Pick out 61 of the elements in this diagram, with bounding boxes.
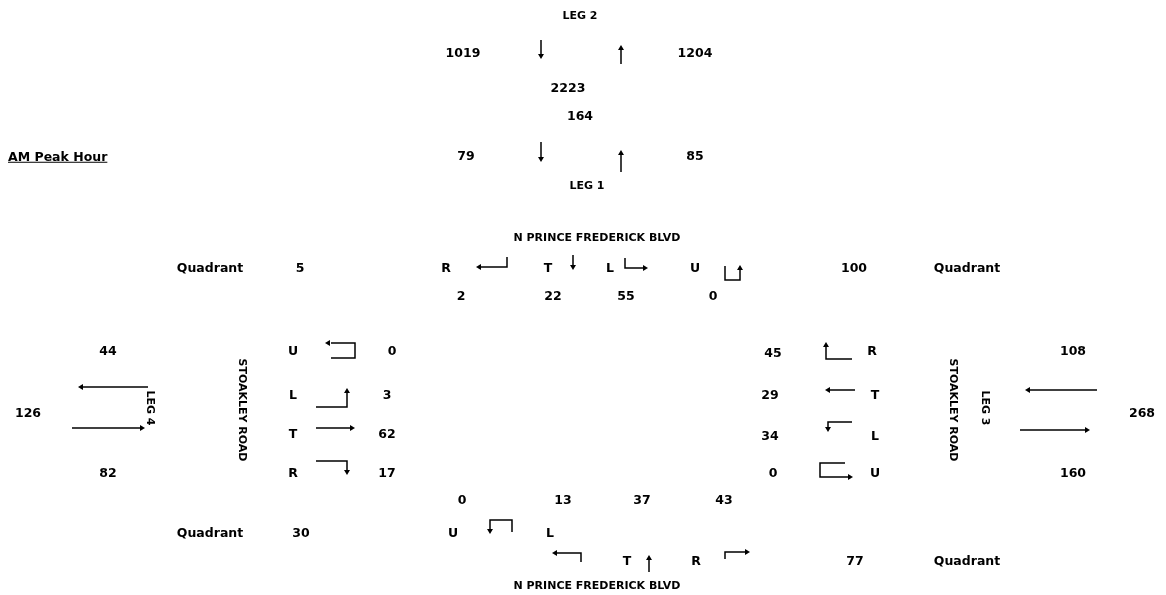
count-value: 160 [1059,466,1087,480]
street-name: STOAKLEY ROAD [236,358,248,462]
count-value: 34 [761,429,779,443]
count-value: 62 [378,427,396,441]
street-name: N PRINCE FREDERICK BLVD [513,231,681,243]
movement-label: L [606,261,614,275]
count-value: 108 [1059,344,1087,358]
movement-label: U [689,261,701,275]
count-value: 37 [633,493,651,507]
leg-label: LEG 4 [144,390,156,426]
movement-label: U [869,466,881,480]
count-value: 29 [761,388,779,402]
movement-label: R [867,344,877,358]
quadrant-label: Quadrant [176,261,244,275]
movement-label: L [289,388,297,402]
count-value: 164 [566,109,594,123]
count-value: 0 [457,493,467,507]
leg-label: LEG 2 [562,9,598,21]
movement-label: R [441,261,451,275]
count-value: 2 [456,289,466,303]
count-value: 44 [99,344,117,358]
movement-label: T [622,554,632,568]
count-value: 82 [99,466,117,480]
street-name: STOAKLEY ROAD [947,358,959,462]
movement-label: U [287,344,299,358]
count-value: 0 [768,466,778,480]
count-value: 268 [1128,406,1156,420]
count-value: 45 [764,346,782,360]
count-value: 77 [846,554,864,568]
count-value: 17 [378,466,396,480]
movement-label: L [871,429,879,443]
street-name: N PRINCE FREDERICK BLVD [513,579,681,591]
title: AM Peak Hour [8,150,108,164]
count-value: 5 [295,261,305,275]
count-value: 126 [14,406,42,420]
leg-label: LEG 3 [979,390,991,426]
quadrant-label: Quadrant [176,526,244,540]
count-value: 2223 [550,81,586,95]
count-value: 0 [708,289,718,303]
count-value: 1204 [677,46,713,60]
movement-label: T [870,388,880,402]
count-value: 43 [715,493,733,507]
count-value: 100 [840,261,868,275]
count-value: 13 [554,493,572,507]
movement-label: R [691,554,701,568]
quadrant-label: Quadrant [933,261,1001,275]
count-value: 55 [617,289,635,303]
leg-label: LEG 1 [569,179,605,191]
movement-label: T [288,427,298,441]
count-value: 79 [457,149,475,163]
count-value: 85 [686,149,704,163]
movement-label: R [288,466,298,480]
count-value: 30 [292,526,310,540]
movement-label: U [447,526,459,540]
movement-label: L [546,526,554,540]
count-value: 22 [544,289,562,303]
movement-label: T [543,261,553,275]
quadrant-label: Quadrant [933,554,1001,568]
count-value: 1019 [445,46,481,60]
count-value: 3 [382,388,392,402]
count-value: 0 [387,344,397,358]
